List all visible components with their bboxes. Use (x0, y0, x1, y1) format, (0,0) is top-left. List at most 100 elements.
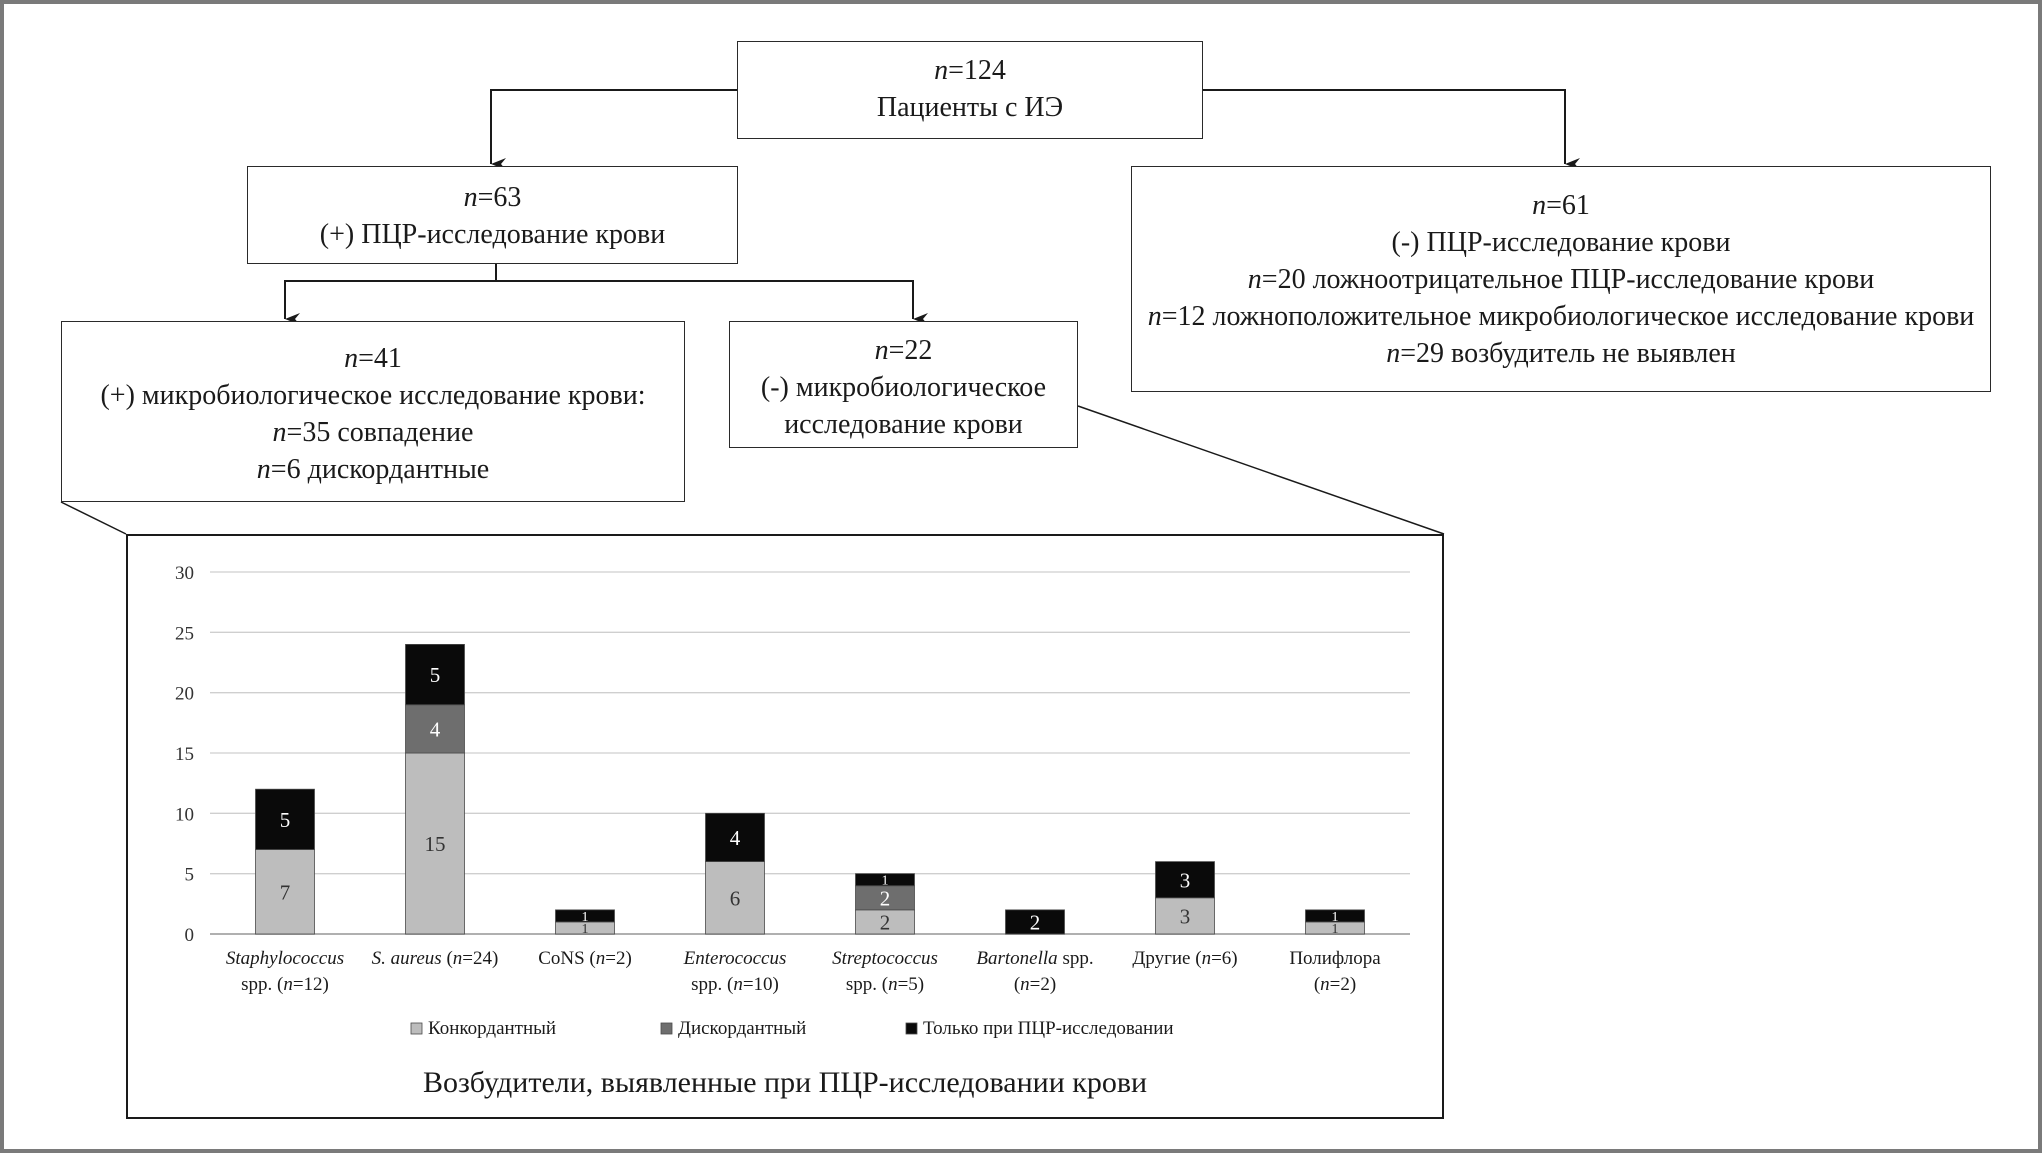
micro-positive-count: n=41 (62, 340, 684, 377)
bar-segment (705, 861, 765, 935)
data-label: 1 (1332, 922, 1339, 937)
pcr-negative-box: n=61 (-) ПЦР-исследование крови n=20 лож… (1131, 166, 1991, 392)
data-label: 1 (1332, 910, 1339, 925)
category-label: CoNS (n=2) (538, 948, 632, 969)
y-tick-label: 10 (175, 804, 194, 825)
bar-segment (1155, 861, 1215, 899)
category-label: spp. (n=12) (241, 974, 329, 995)
n-symbol: n (463, 182, 478, 213)
data-label: 2 (880, 886, 891, 910)
y-tick-label: 20 (175, 684, 194, 705)
bar-segment (1155, 897, 1215, 935)
category-label: Полифлора (1289, 948, 1381, 969)
n-symbol: n (272, 417, 287, 448)
n-symbol: n (1147, 301, 1162, 332)
micro-negative-label-line2: исследование крови (784, 409, 1023, 440)
root-patients-box: n=124 Пациенты с ИЭ (737, 41, 1203, 139)
data-label: 2 (880, 910, 891, 934)
y-tick-label: 5 (185, 865, 195, 886)
arrow-root-to-pcr-negative (1203, 89, 1580, 170)
row-text: =20 ложноотрицательное ПЦР-исследование … (1261, 264, 1875, 295)
pcr-negative-count-value: =61 (1546, 190, 1590, 221)
n-symbol: n (934, 55, 949, 86)
micro-negative-box: n=22 (-) микробиологическое исследование… (729, 321, 1078, 448)
data-label: 4 (430, 717, 441, 741)
n-symbol: n (1386, 338, 1401, 369)
legend-swatch (905, 1022, 918, 1035)
category-label: (n=2) (1014, 974, 1056, 995)
pcr-negative-label: (-) ПЦР-исследование крови (1391, 227, 1731, 258)
y-tick-label: 15 (175, 744, 194, 765)
micro-positive-label: (+) микробиологическое исследование кров… (100, 380, 646, 411)
zoom-line-right (1077, 405, 1445, 535)
data-label: 6 (730, 886, 741, 910)
category-label: Другие (n=6) (1132, 948, 1237, 969)
n-symbol: n (1532, 190, 1547, 221)
row-text: =29 возбудитель не выявлен (1400, 338, 1736, 369)
data-label: 4 (730, 826, 741, 850)
bar-segment (855, 873, 915, 887)
root-count: n=124 (738, 52, 1202, 89)
bar-segment (255, 849, 315, 935)
category-label: Streptococcus (832, 948, 938, 969)
bar-segment (405, 704, 465, 754)
legend-label: Дискордантный (678, 1018, 806, 1039)
micro-positive-row-match: n=35 совпадение (62, 414, 684, 451)
category-label: Bartonella spp. (976, 948, 1093, 969)
micro-positive-count-value: =41 (358, 343, 402, 374)
bar-segment (1005, 909, 1065, 935)
category-label: Enterococcus (683, 948, 787, 969)
arrow-pcr-positive-to-micro-negative (496, 280, 928, 325)
n-symbol: n (874, 335, 889, 366)
n-symbol: n (1247, 264, 1262, 295)
data-label: 2 (1030, 910, 1041, 934)
legend-swatch (410, 1022, 423, 1035)
n-symbol: n (256, 454, 271, 485)
bar-segment (855, 909, 915, 935)
legend-swatch (660, 1022, 673, 1035)
root-count-value: =124 (948, 55, 1006, 86)
data-label: 1 (582, 910, 589, 925)
row-text: =35 совпадение (286, 417, 474, 448)
bar-segment (705, 812, 765, 863)
y-tick-label: 0 (185, 925, 195, 946)
zoom-line-left (60, 501, 127, 535)
pcr-positive-count: n=63 (248, 179, 737, 216)
category-label: spp. (n=10) (691, 974, 779, 995)
legend-label: Конкордантный (428, 1018, 556, 1039)
bar-segment (405, 644, 465, 706)
data-label: 3 (1180, 868, 1191, 892)
micro-positive-box: n=41 (+) микробиологическое исследование… (61, 321, 685, 502)
y-tick-label: 25 (175, 623, 194, 644)
pcr-positive-count-value: =63 (477, 182, 522, 213)
row-text: =6 дискордантные (270, 454, 490, 485)
pcr-negative-row-false-positive: n=12 ложноположительное микробиологическ… (1132, 298, 1990, 335)
micro-negative-count: n=22 (730, 332, 1077, 369)
category-label: S. aureus (n=24) (372, 948, 499, 969)
data-label: 1 (882, 874, 889, 889)
pcr-negative-row-false-negative: n=20 ложноотрицательное ПЦР-исследование… (1132, 261, 1990, 298)
pcr-positive-label: (+) ПЦР-исследование крови (319, 219, 666, 250)
category-label: (n=2) (1314, 974, 1356, 995)
pcr-negative-row-not-identified: n=29 возбудитель не выявлен (1132, 335, 1990, 372)
bar-segment (555, 909, 615, 923)
data-label: 15 (425, 832, 446, 856)
data-label: 1 (582, 922, 589, 937)
data-label: 3 (1180, 904, 1191, 928)
bar-segment (1305, 909, 1365, 923)
category-label: spp. (n=5) (846, 974, 924, 995)
micro-positive-row-discordant: n=6 дискордантные (62, 451, 684, 488)
bar-segment (255, 788, 315, 850)
pcr-positive-box: n=63 (+) ПЦР-исследование крови (247, 166, 738, 264)
row-text: =12 ложноположительное микробиологическо… (1161, 301, 1975, 332)
bar-segment (405, 752, 465, 935)
arrow-root-to-pcr-positive (490, 89, 737, 170)
legend-label: Только при ПЦР-исследовании (923, 1018, 1174, 1039)
y-tick-label: 30 (175, 563, 194, 584)
category-label: Staphylococcus (226, 948, 344, 969)
arrow-pcr-positive-to-micro-positive (284, 280, 496, 325)
